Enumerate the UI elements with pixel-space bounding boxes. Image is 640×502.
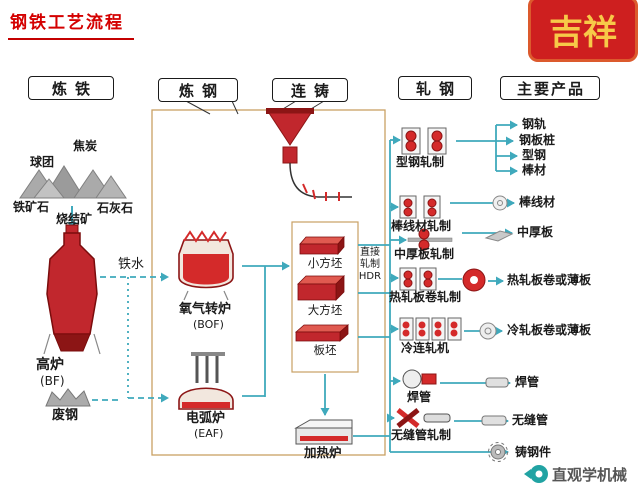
product-hot-coil-label: 热轧板卷或薄板 [507, 273, 592, 287]
molten-iron-flow-arrows [92, 272, 169, 403]
direct-rolling-label: 直接 轧制 HDR [356, 247, 384, 283]
page-title: 钢铁工艺流程 [8, 8, 134, 40]
steel-casting-gear-icon [488, 442, 508, 462]
bloom-icon [297, 275, 345, 301]
plate-rolling-label: 中厚板轧制 [394, 247, 455, 261]
seamless-pipe-product-icon [481, 415, 507, 426]
eaf-furnace-icon [178, 352, 234, 410]
plate-mill-icon [407, 228, 453, 251]
bof-abbr: (BOF) [193, 318, 224, 331]
hot-strip-mill-icon [399, 267, 486, 292]
material-pellet-label: 球团 [30, 155, 55, 169]
brand-stamp-text: 吉祥 [549, 12, 617, 53]
bof-label: 氧气转炉 [179, 302, 232, 317]
brand-logo-icon [524, 465, 548, 483]
cold-mill-icon [399, 317, 462, 341]
product-plate-label: 中厚板 [517, 225, 554, 239]
bar-wire-rolling-label: 棒线材轧制 [391, 219, 452, 233]
plate-product-icon [484, 230, 514, 242]
billet-label: 小方坯 [307, 256, 343, 270]
material-coke-label: 焦炭 [73, 139, 98, 153]
section-rolling-label: 型钢轧制 [396, 155, 445, 169]
bof-converter-icon [178, 230, 234, 301]
bar-wire-mill-icon [399, 195, 441, 219]
hot-rolling-label: 热轧板卷轧制 [389, 290, 462, 304]
product-welded-pipe-label: 焊管 [515, 375, 540, 389]
welded-pipe-mill-icon [402, 369, 437, 389]
product-bar-label: 棒材 [522, 163, 547, 177]
material-sinter-label: 烧结矿 [56, 212, 93, 226]
direct-rolling-line3: HDR [358, 271, 382, 282]
scrap-steel-icon [45, 388, 91, 407]
raw-materials-heaps-icon [19, 165, 127, 199]
product-bar-wire-label: 棒线材 [519, 195, 556, 209]
direct-rolling-line1: 直接 [360, 247, 380, 258]
product-sheet-pile-label: 钢板桩 [519, 133, 556, 147]
cold-coil-icon [479, 322, 497, 340]
product-rail-label: 钢轨 [522, 117, 547, 131]
welded-pipe-mill-label: 焊管 [407, 390, 432, 404]
product-cold-coil-label: 冷轧板卷或薄板 [507, 323, 592, 337]
molten-iron-label: 铁水 [118, 257, 145, 272]
section-rolling-mill-icon [401, 127, 447, 155]
eaf-abbr: (EAF) [194, 427, 224, 440]
material-iron-ore-label: 铁矿石 [13, 200, 50, 214]
continuous-caster-icon [266, 108, 352, 201]
blast-furnace-label: 高炉 [36, 357, 64, 373]
blast-furnace-icon [43, 224, 101, 355]
blast-furnace-abbr: (BF) [40, 374, 65, 388]
product-seamless-pipe-label: 无缝管 [512, 413, 549, 427]
header-casting: 连铸 [272, 78, 348, 102]
brand-stamp: 吉祥 [528, 0, 638, 62]
welded-pipe-product-icon [485, 377, 509, 388]
watermark-text: 直观学机械 [552, 466, 628, 484]
product-section-steel-label: 型钢 [522, 148, 547, 162]
seamless-pipe-mill-icon [396, 408, 451, 428]
header-rolling: 轧钢 [398, 76, 472, 100]
bar-wire-coil-icon [492, 195, 508, 211]
billet-icon [299, 235, 345, 256]
reheating-furnace-icon [294, 419, 353, 445]
product-steel-casting-label: 铸钢件 [515, 445, 552, 459]
reheating-furnace-label: 加热炉 [304, 445, 342, 460]
casting-frame [291, 221, 359, 373]
direct-rolling-line2: 轧制 [360, 259, 380, 270]
cold-mill-label: 冷连轧机 [401, 341, 450, 355]
slab-label: 板坯 [313, 343, 337, 357]
header-ironmaking: 炼铁 [28, 76, 114, 100]
seamless-rolling-label: 无缝管轧制 [391, 428, 452, 442]
material-limestone-label: 石灰石 [97, 201, 134, 215]
slab-icon [294, 324, 350, 342]
scrap-steel-label: 废钢 [52, 408, 79, 423]
header-steelmaking: 炼钢 [158, 78, 238, 102]
eaf-label: 电弧炉 [186, 411, 226, 426]
header-products: 主要产品 [500, 76, 600, 100]
bloom-label: 大方坯 [307, 303, 343, 317]
